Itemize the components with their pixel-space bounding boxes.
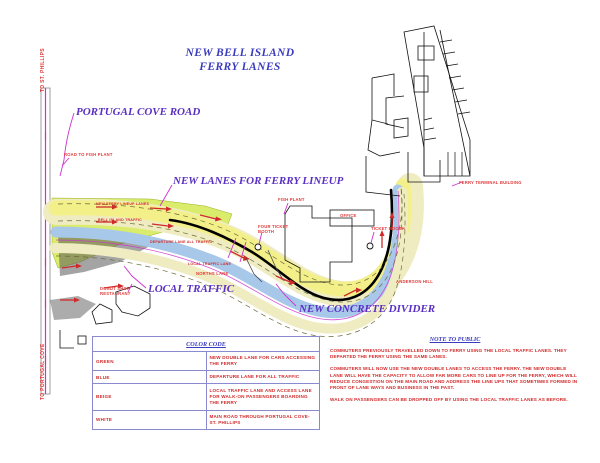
label-office: OFFICE bbox=[340, 213, 357, 218]
gravel-hatched-area-2 bbox=[50, 296, 96, 320]
label-donut-shop-restaurant: DONUT SHOP RESTAURANT bbox=[100, 286, 131, 296]
color-code-heading: COLOR CODE bbox=[93, 337, 319, 352]
label-road-to-fish-plant: ROAD TO FISH PLANT bbox=[64, 152, 113, 157]
color-code-key: WHITE bbox=[93, 410, 207, 429]
color-code-table: COLOR CODE GREEN NEW DOUBLE LANE FOR CAR… bbox=[92, 336, 320, 430]
magenta-lane-marking bbox=[55, 190, 400, 321]
label-fish-plant: FISH PLANT bbox=[278, 197, 305, 202]
callout-portugal-cove-road: PORTUGAL COVE ROAD bbox=[76, 106, 201, 118]
blue-departure-lane-band bbox=[50, 184, 405, 319]
label-to-portugal-cove: TO PORTUGAL COVE bbox=[40, 343, 46, 400]
norths-lane-lines bbox=[245, 249, 283, 283]
label-norths-lane: NORTHS LANE bbox=[196, 271, 229, 276]
label-ferry-terminal-building: FERRY TERMINAL BUILDING bbox=[459, 180, 522, 185]
color-code-key: GREEN bbox=[93, 351, 207, 372]
drawing-title-line1: NEW BELL ISLAND bbox=[185, 47, 295, 59]
drawing-title: NEW BELL ISLAND FERRY LANES bbox=[150, 46, 330, 74]
lanetext-departure-lane: DEPARTURE LANE ALL TRAFFIC bbox=[150, 240, 213, 244]
beige-walkon-access-band bbox=[49, 187, 409, 334]
lanetext-bell-island-traffic: BELL ISLAND TRAFFIC bbox=[98, 218, 142, 222]
callout-local-traffic: LOCAL TRAFFIC bbox=[148, 283, 235, 295]
note-paragraph: COMMUTERS WILL NOW USE THE NEW DOUBLE LA… bbox=[330, 366, 578, 391]
new-concrete-divider-line bbox=[168, 188, 394, 302]
ticket-booth-markers bbox=[254, 242, 374, 251]
table-row: GREEN NEW DOUBLE LANE FOR CARS ACCESSING… bbox=[93, 351, 319, 372]
label-four-ticket-booth: FOUR TICKET BOOTH bbox=[258, 224, 289, 234]
dashed-lane-markings bbox=[55, 185, 406, 337]
color-code-desc: LOCAL TRAFFIC LANE AND ACCESS LANE FOR W… bbox=[206, 383, 319, 411]
label-to-st-phillips: TO ST. PHILLIPS bbox=[40, 48, 46, 92]
table-row: BLUE DEPARTURE LANE FOR ALL TRAFFIC bbox=[93, 370, 319, 385]
lane-direction-arrows bbox=[60, 204, 395, 303]
note-paragraph: WALK ON PASSENGERS CAN BE DROPPED OFF BY… bbox=[330, 397, 568, 403]
color-code-desc: DEPARTURE LANE FOR ALL TRAFFIC bbox=[206, 370, 319, 385]
label-anderson-hill: ANDERSON HILL bbox=[396, 279, 434, 284]
building-outlines bbox=[59, 25, 471, 349]
table-row: WHITE MAIN ROAD THROUGH PORTUGAL COVE-ST… bbox=[93, 410, 319, 429]
note-paragraph: COMMUTERS PREVIOUSLY TRAVELLED DOWN TO F… bbox=[330, 348, 567, 360]
lanetext-local-traffic-lane: LOCAL TRAFFIC LANE bbox=[188, 262, 232, 266]
note-to-public: NOTE TO PUBLIC COMMUTERS PREVIOUSLY TRAV… bbox=[330, 336, 580, 409]
callout-new-concrete-divider: NEW CONCRETE DIVIDER bbox=[299, 303, 436, 315]
table-row: BEIGE LOCAL TRAFFIC LANE AND ACCESS LANE… bbox=[93, 383, 319, 411]
callout-leader-lines bbox=[59, 112, 463, 307]
color-code-key: BEIGE bbox=[93, 383, 207, 411]
lanetext-new-ferry-lineup-lanes: NEW FERRY LINEUP LANES bbox=[96, 202, 150, 206]
label-ticket-booth: TICKET BOOTH bbox=[371, 226, 405, 231]
note-to-public-heading: NOTE TO PUBLIC bbox=[429, 336, 481, 343]
color-code-key: BLUE bbox=[93, 370, 207, 385]
callout-new-lanes-for-ferry-lineup: NEW LANES FOR FERRY LINEUP bbox=[173, 175, 344, 187]
drawing-title-line2: FERRY LANES bbox=[199, 61, 281, 73]
color-code-desc: MAIN ROAD THROUGH PORTUGAL COVE-ST. PHIL… bbox=[209, 413, 310, 425]
color-code-desc: NEW DOUBLE LANE FOR CARS ACCESSING THE F… bbox=[206, 351, 319, 372]
